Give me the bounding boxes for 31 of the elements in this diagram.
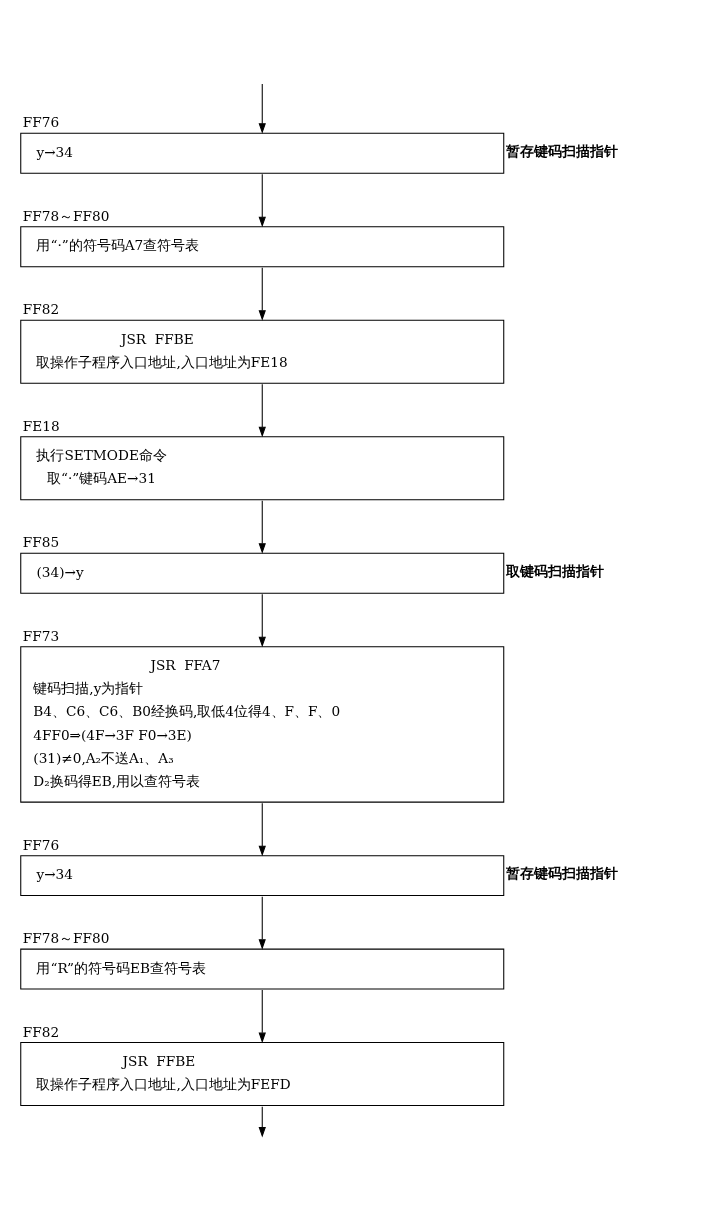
node-label: FF82: [22, 1023, 60, 1040]
arrow: [258, 895, 266, 950]
arrow: [258, 1105, 266, 1138]
arrow: [258, 802, 266, 856]
node-box: 用“·”的符号码A7查符号表: [20, 225, 505, 267]
arrow: [258, 499, 266, 554]
arrow: [258, 83, 266, 134]
node-box: 执行SETMODE命令 取“·”键码AE→31: [20, 435, 505, 500]
node-box: y→34: [20, 854, 505, 896]
node-box: y→34: [20, 132, 505, 174]
arrow: [258, 989, 266, 1043]
node-label: FF78～FF80: [22, 207, 110, 224]
node-label: 暂存键码扫描指针: [505, 864, 618, 881]
node-box: 用“R”的符号码EB查符号表: [20, 948, 505, 990]
node-box: JSR FFBE 取操作子程序入口地址,入口地址为FEFD: [20, 1041, 505, 1106]
arrow: [258, 173, 266, 227]
node-box: (34)→y: [20, 552, 505, 594]
node-label: 暂存键码扫描指针: [505, 142, 618, 159]
node-box: JSR FFBE 取操作子程序入口地址,入口地址为FE18: [20, 319, 505, 384]
arrow: [258, 593, 266, 647]
node-label: FF73: [22, 627, 60, 644]
node-box: JSR FFA7 键码扫描,y为指针 B4、C6、C6、B0经换码,取低4位得4、F、F、0 4FF0⇒(4F→3F F0→3E) (31)≠0,A₂不送A₁、A₃ D₂换码得EB,用以查符号表: [20, 645, 505, 803]
node-label: FF85: [22, 533, 60, 550]
arrow: [258, 266, 266, 321]
node-label: FF76: [22, 836, 60, 853]
node-label: 取键码扫描指针: [505, 562, 604, 579]
node-label: FF78～FF80: [22, 929, 110, 946]
node-label: FF76: [22, 113, 60, 130]
node-label: FE18: [22, 417, 60, 434]
node-label: FF82: [22, 300, 60, 317]
arrow: [258, 383, 266, 437]
